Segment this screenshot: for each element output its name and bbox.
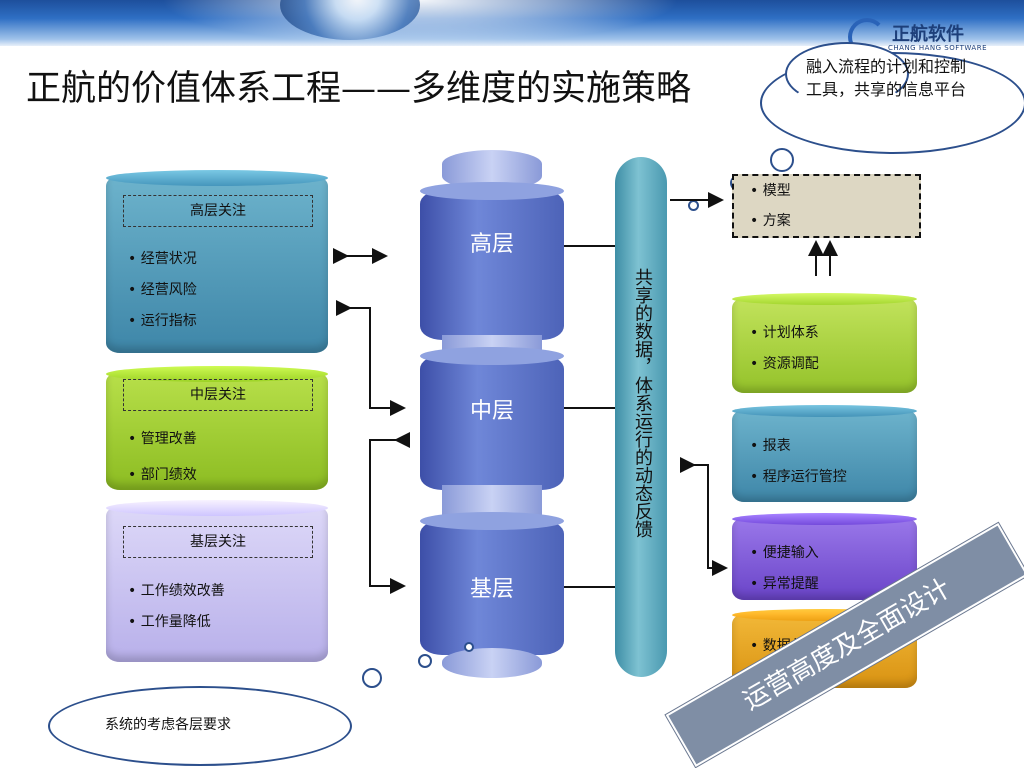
connector-base: [564, 586, 615, 588]
callout-bottom-dot-2: [418, 654, 432, 668]
shared-data-bar-text: 共享的数据，体系运行的动态反馈: [632, 268, 653, 538]
right-card-plan: [732, 298, 917, 393]
column-label-middle: 中层: [469, 399, 514, 424]
callout-dot-1: [770, 148, 794, 172]
right-arrows: [670, 192, 728, 576]
logo-name: 正航软件: [892, 24, 964, 45]
right-card-item: 报表: [750, 435, 791, 455]
column-segment-base: [420, 512, 564, 655]
callout-bottom-text: 系统的考虑各层要求: [105, 717, 231, 733]
right-card-item: 程序运行管控: [750, 466, 847, 486]
column-neck-bottom: [442, 648, 542, 678]
connector-high: [564, 245, 615, 247]
column-segment-high: [420, 182, 564, 340]
model-box-item: 方案: [750, 210, 791, 230]
callout-bottom-dot-1: [464, 642, 474, 652]
logo-subtitle: CHANG HANG SOFTWARE: [888, 44, 988, 52]
connector-arrows: [333, 248, 410, 594]
callout-cloud-top-lobe: [785, 42, 909, 106]
right-card-report: [732, 410, 917, 502]
callout-cloud-bottom: [48, 686, 352, 766]
panel-high-item: 经营状况: [128, 248, 197, 268]
panel-base-label: 基层关注: [123, 526, 313, 558]
callout-top-text: 融入流程的计划和控制工具，共享的信息平台: [806, 57, 967, 99]
panel-middle-item: 管理改善: [128, 428, 197, 448]
panel-high-item: 运行指标: [128, 310, 197, 330]
header-highlight: [160, 0, 680, 46]
panel-middle-item: 部门绩效: [128, 464, 197, 484]
up-arrows: [808, 240, 838, 276]
right-card-item: 计划体系: [750, 322, 819, 342]
callout-bottom-dot-3: [362, 668, 382, 688]
connector-middle: [564, 407, 615, 409]
shared-data-bar: [615, 157, 667, 677]
panel-base-item: 工作绩效改善: [128, 580, 225, 600]
panel-base-item: 工作量降低: [128, 611, 211, 631]
right-card-item: 异常提醒: [750, 573, 819, 593]
column-label-base: 基层: [469, 577, 514, 602]
panel-high-item: 经营风险: [128, 279, 197, 299]
right-card-item: 资源调配: [750, 353, 819, 373]
model-box-item: 模型: [750, 180, 791, 200]
page-title: 正航的价值体系工程——多维度的实施策略: [26, 69, 692, 109]
panel-high-label: 高层关注: [123, 195, 313, 227]
column-label-high: 高层: [469, 232, 514, 257]
column-segment-middle: [420, 347, 564, 490]
panel-middle-label: 中层关注: [123, 379, 313, 411]
right-card-item: 便捷输入: [750, 542, 819, 562]
